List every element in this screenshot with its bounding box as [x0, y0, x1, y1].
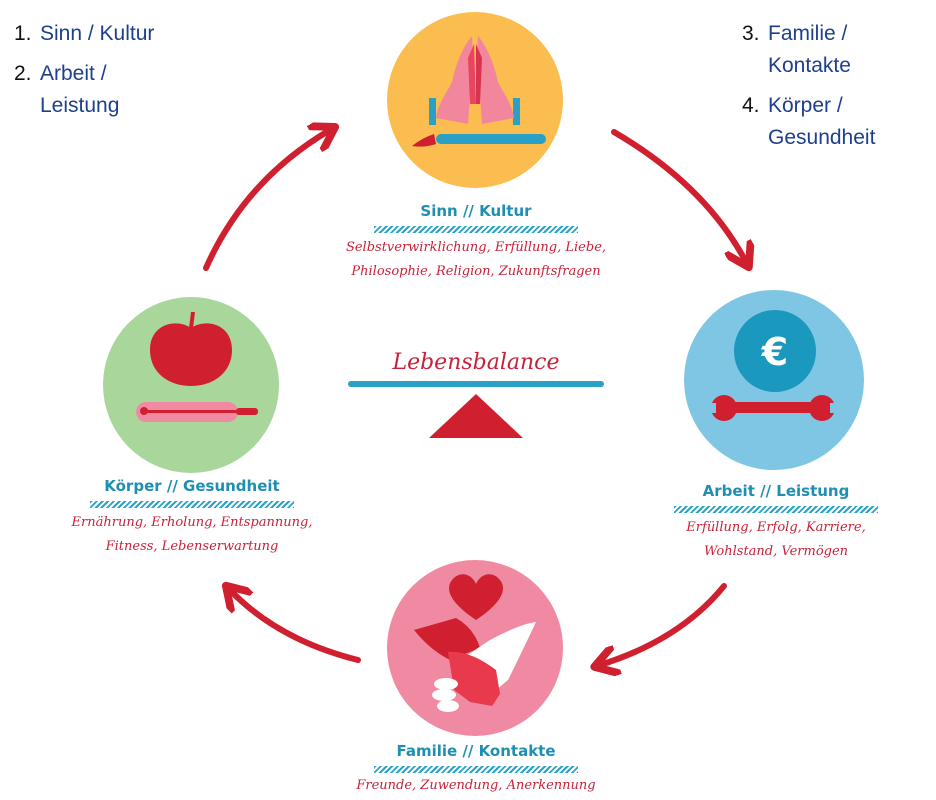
legend-text: Sinn / Kultur [40, 22, 155, 45]
koerper-title: Körper // Gesundheit [104, 477, 280, 495]
koerper-underline [90, 501, 294, 508]
wrench-icon [704, 395, 842, 421]
sinn-underline [374, 226, 578, 233]
center-title: Lebensbalance [392, 350, 560, 375]
legend-right: 3. Familie / Kontakte 4. Körper / Gesund… [742, 18, 922, 162]
apple-icon [150, 312, 232, 386]
praying-hands-icon [429, 36, 520, 125]
euro-symbol: € [761, 330, 788, 374]
sinn-description-line2: Philosophie, Religion, Zukunftsfragen [351, 264, 601, 279]
legend-number: 1. [14, 22, 32, 45]
familie-title: Familie // Kontakte [396, 742, 556, 760]
arrow-arbeit-to-familie [600, 583, 727, 665]
familie-description-line1: Freunde, Zuwendung, Anerkennung [356, 778, 596, 793]
legend-text: Körper / Gesundheit [768, 94, 876, 149]
legend-number: 4. [742, 94, 760, 117]
arrow-koerper-to-sinn [203, 130, 330, 271]
legend-left: 1. Sinn / Kultur 2. Arbeit / Leistung [14, 18, 194, 130]
sinn-kultur-node [387, 12, 563, 188]
paintbrush-icon [412, 134, 546, 147]
legend-text: Arbeit / Leistung [40, 62, 120, 117]
koerper-gesundheit-node [103, 297, 279, 473]
arbeit-description-line2: Wohlstand, Vermögen [703, 544, 849, 559]
arbeit-title: Arbeit // Leistung [702, 482, 850, 500]
sinn-description-line1: Selbstverwirklichung, Erfüllung, Liebe, [345, 240, 607, 255]
legend-number: 2. [14, 62, 32, 85]
balance-scale-icon [348, 381, 604, 438]
legend-item-3: 3. Familie / Kontakte [742, 18, 922, 82]
legend-number: 3. [742, 22, 760, 45]
arrow-familie-to-koerper [230, 590, 361, 663]
familie-underline [374, 766, 578, 773]
arbeit-description-line1: Erfüllung, Erfolg, Karriere, [686, 520, 866, 535]
koerper-description-line2: Fitness, Lebenserwartung [105, 539, 279, 554]
arbeit-underline [674, 506, 878, 513]
handshake-icon [414, 618, 536, 712]
legend-item-1: 1. Sinn / Kultur [14, 18, 194, 50]
euro-coin-icon [734, 310, 816, 392]
thermometer-icon [136, 402, 258, 422]
arbeit-leistung-node: € [684, 290, 864, 470]
legend-item-4: 4. Körper / Gesundheit [742, 90, 922, 154]
familie-kontakte-node [387, 560, 563, 736]
koerper-description-line1: Ernährung, Erholung, Entspannung, [71, 515, 313, 530]
heart-icon [449, 574, 503, 620]
legend-text: Familie / Kontakte [768, 22, 851, 77]
arrow-sinn-to-arbeit [611, 129, 746, 262]
legend-item-2: 2. Arbeit / Leistung [14, 58, 194, 122]
sinn-title: Sinn // Kultur [420, 202, 532, 220]
